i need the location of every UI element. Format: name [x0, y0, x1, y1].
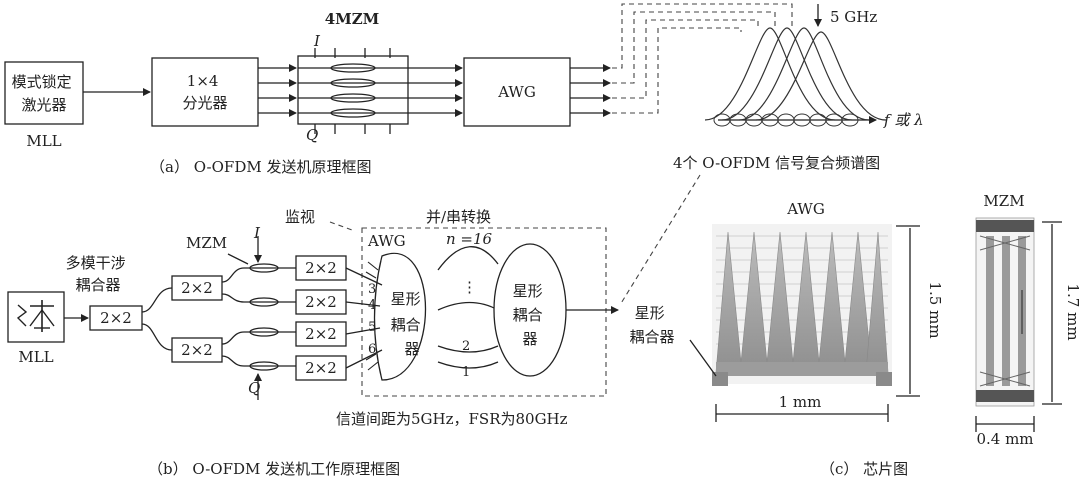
star-coupler-1	[373, 252, 426, 381]
mzm-height-label: 1.7 mm	[1064, 283, 1082, 340]
mzm-chip-title: MZM	[983, 192, 1024, 210]
caption-c: （c） 芯片图	[820, 460, 908, 478]
mll-box-label: 模式锁定 激光器	[12, 73, 77, 114]
q-label-b: Q	[248, 379, 260, 397]
coupler-mod-1-label: 2×2	[305, 259, 337, 277]
coupler-mod-4	[295, 355, 347, 381]
mll-box	[4, 61, 84, 125]
mzm-i-label: I	[313, 32, 321, 50]
waveguide-dots: ⋮	[462, 278, 477, 296]
awg-chip-title: AWG	[786, 200, 825, 218]
star-coupler-pointer	[689, 339, 717, 377]
mll-label-b: MLL	[18, 348, 53, 366]
spectrum-curves	[704, 27, 887, 127]
star1-line1: 星形	[391, 290, 421, 308]
coupler-mod-3-label: 2×2	[305, 325, 337, 343]
star-coupler-2-label: 星形 耦合 器	[513, 282, 548, 348]
coupler-mod-1	[295, 255, 347, 281]
star1-line2: 耦合	[391, 316, 421, 334]
star1-line3: 器	[404, 340, 419, 358]
spectrum-freq-label: 5 GHz	[830, 8, 877, 26]
parallel-serial-label: 并/串转换	[426, 208, 491, 226]
mmi-label: 多模干涉 耦合器	[66, 254, 131, 294]
coupler-lower	[171, 337, 223, 363]
splitter-label: 1×4 分光器	[182, 72, 227, 112]
panel-a: 模式锁定 激光器 MLL 1×4 分光器 4MZM I Q	[4, 3, 793, 176]
splitter-line2: 分光器	[182, 94, 227, 112]
star-chip-line2: 耦合器	[629, 328, 674, 346]
mzm-chip-image	[975, 217, 1035, 407]
awg-label-a: AWG	[497, 83, 536, 101]
mzm-q-label: Q	[306, 126, 318, 144]
star-coupler-1-label: 星形 耦合 器	[391, 290, 426, 358]
caption-a: （a） O-OFDM 发送机原理框图	[150, 158, 372, 176]
awg-label-b: AWG	[367, 232, 406, 250]
star2-line3: 器	[522, 330, 537, 348]
branch-upper	[141, 287, 173, 313]
mzm-array-box	[297, 55, 409, 125]
n-label: n =16	[446, 230, 493, 248]
port-4: 4	[368, 298, 376, 313]
port-3: 3	[368, 282, 376, 297]
star2-line2: 耦合	[513, 306, 543, 324]
caption-b: （b） O-OFDM 发送机工作原理框图	[148, 460, 400, 478]
splitter-to-mzm-arrows	[258, 64, 297, 117]
mll-label: MLL	[26, 132, 61, 150]
awg-height-label: 1.5 mm	[926, 281, 944, 338]
laser-icon	[16, 300, 55, 332]
splitter-line1: 1×4	[187, 72, 219, 90]
coupler-lower-label: 2×2	[181, 341, 213, 359]
awg-box-a	[463, 57, 571, 127]
waveguide-1: 1	[462, 365, 470, 380]
dashed-routes-to-spectrum	[612, 3, 793, 114]
mzm-branches	[221, 236, 296, 400]
panel-b: 监视 并/串转换 MZM I Q 多模干涉 耦合器 MLL 2×2 2×2	[7, 208, 619, 478]
mll-box-line2: 激光器	[21, 96, 66, 114]
coupler-mod-2	[295, 289, 347, 315]
mzm-array-modulators	[298, 48, 408, 134]
mzm-label-b: MZM	[186, 234, 227, 252]
mod-to-star-lines	[345, 261, 383, 371]
awg-boundary	[361, 227, 607, 397]
mzm-width-label: 0.4 mm	[976, 430, 1033, 448]
monitor-label: 监视	[285, 208, 315, 226]
i-label-b: I	[253, 224, 261, 242]
splitter-box	[151, 57, 259, 127]
mzm-to-awg-arrows	[408, 64, 463, 117]
star2-line1: 星形	[513, 282, 543, 300]
panel-c: AWG	[629, 192, 1082, 478]
coupler-input-label: 2×2	[100, 309, 132, 327]
coupler-upper-label: 2×2	[181, 279, 213, 297]
mzm-array-title: 4MZM	[325, 10, 380, 28]
spectrum-plot: 5 GHz f 或 λ 4个 O-OFDM 信号复合频谱图	[673, 4, 924, 172]
spectrum-axis-label: f 或 λ	[883, 111, 924, 129]
mmi-line2: 耦合器	[75, 276, 120, 294]
star-coupler-chip-label: 星形 耦合器	[629, 304, 674, 346]
caption-spectrum: 4个 O-OFDM 信号复合频谱图	[673, 154, 880, 172]
coupler-mod-2-label: 2×2	[305, 293, 337, 311]
branch-lower	[141, 323, 173, 351]
coupler-mod-4-label: 2×2	[305, 359, 337, 377]
awg-width-label: 1 mm	[779, 393, 822, 411]
coupler-mod-3	[295, 321, 347, 347]
coupler-upper	[171, 275, 223, 301]
mmi-line1: 多模干涉	[66, 254, 126, 272]
waveguide-2: 2	[462, 339, 470, 354]
spacing-note: 信道间距为5GHz，FSR为80GHz	[336, 410, 568, 428]
star-chip-line1: 星形	[635, 304, 665, 322]
monitor-leader	[329, 221, 353, 231]
coupler-input	[89, 305, 143, 331]
port-5: 5	[368, 320, 376, 335]
awg-chip-image	[712, 224, 892, 386]
dashed-connector-chip	[619, 174, 701, 306]
mll-box-line1: 模式锁定	[12, 73, 72, 91]
port-6: 6	[368, 342, 376, 357]
awg-waveguides	[437, 246, 499, 369]
awg-output-arrows	[570, 64, 611, 117]
